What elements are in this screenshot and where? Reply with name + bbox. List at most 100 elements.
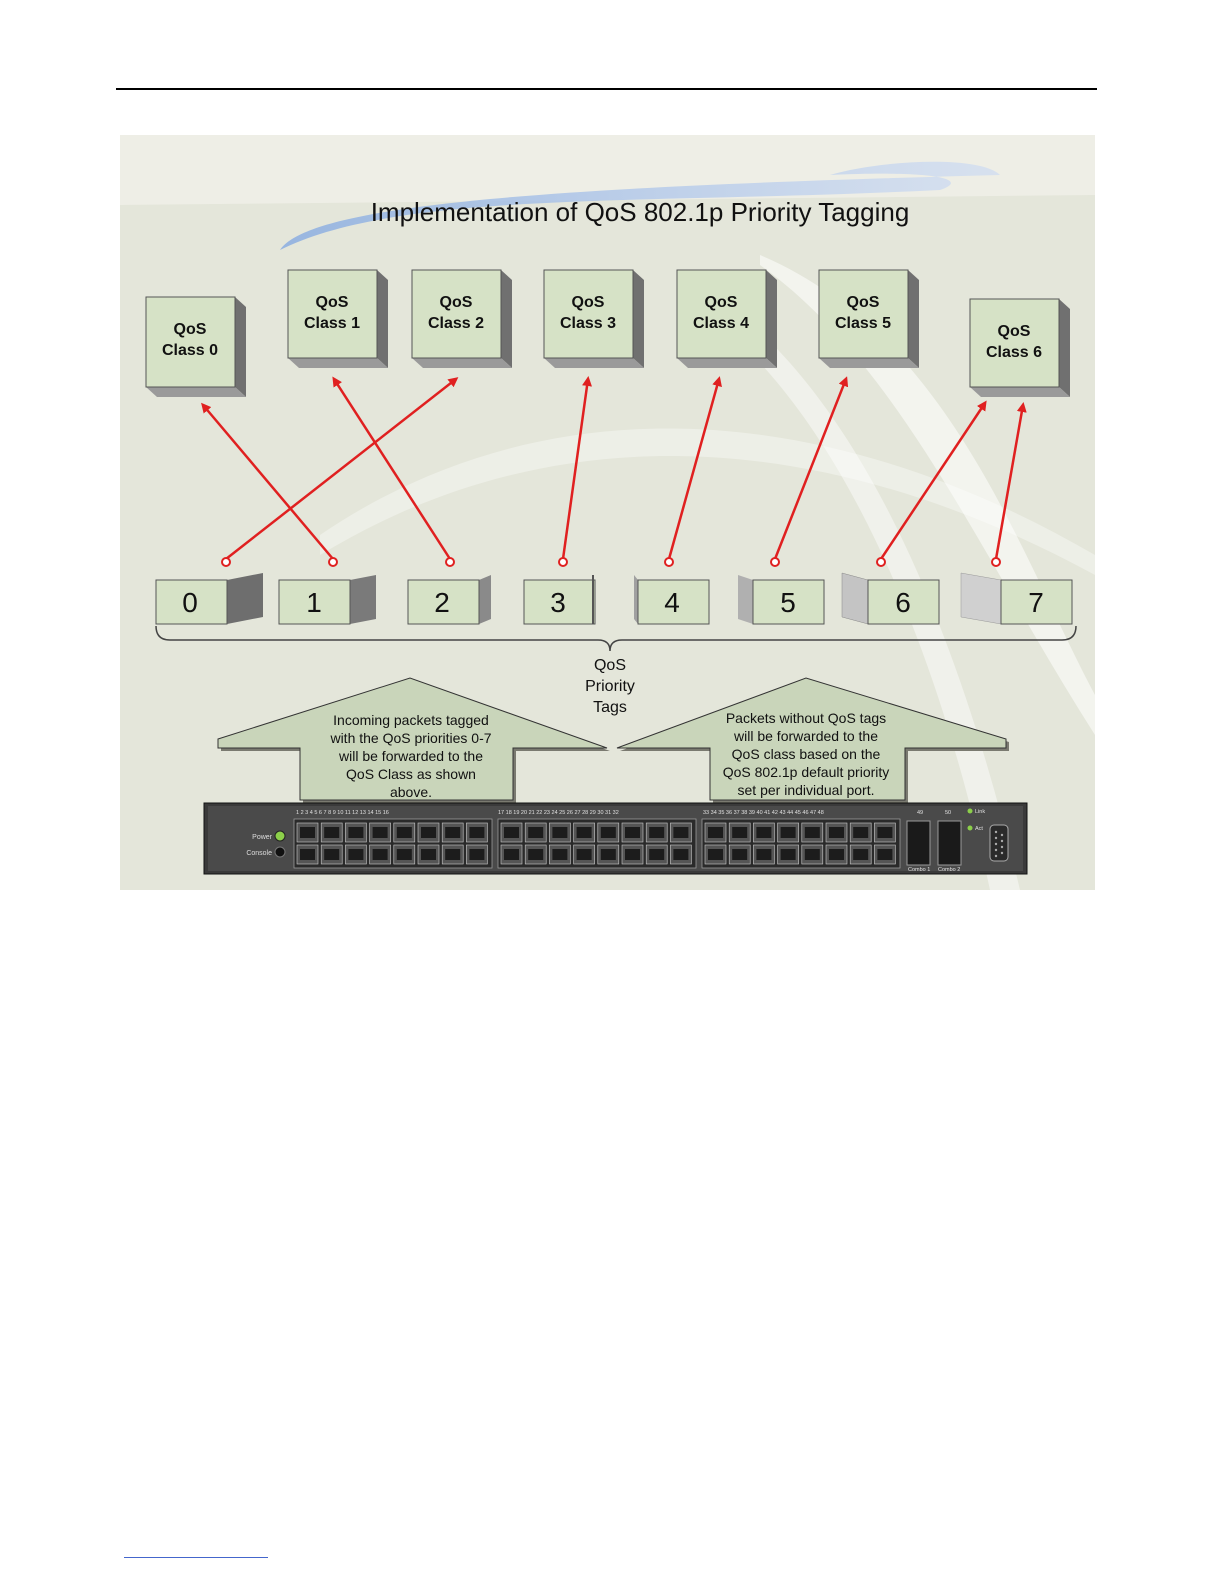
right-note-line2: will be forwarded to the — [733, 728, 878, 744]
qos-class-6-line2: Class 6 — [986, 344, 1042, 361]
tag-label-line2: Priority — [585, 678, 635, 695]
act-label: Act — [975, 826, 983, 832]
combo2-sfp-slot — [937, 820, 962, 866]
rj45-port-socket — [552, 827, 568, 838]
switch-front-panel: Power Console 1 2 3 4 5 6 7 8 9 10 11 12… — [203, 802, 1028, 875]
arrow-origins — [221, 557, 1001, 567]
rj45-port-socket — [324, 849, 340, 860]
combo1-label: Combo 1 — [908, 867, 930, 873]
rj45-port-socket — [649, 827, 665, 838]
console-port-icon — [274, 846, 286, 858]
combo2-label: Combo 2 — [938, 867, 960, 873]
rj45-port-socket — [732, 827, 748, 838]
arrow-tag2-to-class1 — [332, 376, 452, 560]
qos-class-5-line2: Class 5 — [835, 315, 891, 332]
rj45-port-socket — [421, 827, 436, 838]
rj45-port-socket — [396, 827, 412, 838]
arrow-tag6-to-class6 — [879, 400, 987, 560]
rj45-port-socket — [445, 849, 461, 860]
left-note-line5: above. — [390, 784, 432, 800]
right-note-line5: set per individual port. — [738, 782, 875, 798]
port-numbers-group2: 17 18 19 20 21 22 23 24 25 26 27 28 29 3… — [498, 810, 619, 816]
rj45-port-socket — [300, 849, 315, 860]
rj45-port-socket — [348, 827, 364, 838]
qos-class-2-line2: Class 2 — [428, 315, 484, 332]
tag-label-line1: QoS — [594, 657, 626, 674]
qos-class-5-box: QoS Class 5 — [818, 269, 919, 368]
rj45-port-socket — [829, 849, 844, 860]
rj45-port-socket — [421, 849, 436, 860]
tag-2-label: 2 — [434, 587, 450, 618]
port-50-label: 50 — [945, 810, 951, 816]
rj45-port-socket — [732, 849, 748, 860]
tag-6-label: 6 — [895, 587, 911, 618]
qos-class-4-box: QoS Class 4 — [676, 269, 777, 368]
arrow-tag1-to-class0 — [201, 402, 334, 560]
tag-7-label: 7 — [1028, 587, 1044, 618]
tag-box-7: 7 — [960, 572, 1073, 625]
db9-console-connector — [989, 824, 1009, 862]
qos-class-3-line1: QoS — [572, 294, 605, 311]
arrow-tag0-to-class2 — [225, 377, 459, 560]
rj45-port-socket — [372, 827, 388, 838]
rj45-port-socket — [625, 827, 640, 838]
db9-pins — [994, 830, 1004, 858]
tag-0-label: 0 — [182, 587, 198, 618]
tag-3-label: 3 — [550, 587, 566, 618]
left-note-line3: will be forwarded to the — [338, 748, 483, 764]
qos-class-2-box: QoS Class 2 — [411, 269, 512, 368]
rj45-port-socket — [348, 849, 364, 860]
rj45-port-socket — [528, 827, 544, 838]
rj45-port-socket — [396, 849, 412, 860]
title-swirl — [280, 161, 1000, 250]
tag-box-4: 4 — [634, 575, 710, 625]
link-led-icon — [967, 808, 973, 814]
rj45-port-socket — [673, 827, 689, 838]
rj45-port-socket — [877, 849, 893, 860]
rj45-port-socket — [600, 827, 616, 838]
rj45-port-socket — [756, 849, 772, 860]
port-49-label: 49 — [917, 810, 923, 816]
arrow-tag5-to-class5 — [773, 376, 849, 560]
tag-box-1: 1 — [278, 575, 376, 625]
rj45-port-socket — [504, 849, 519, 860]
qos-class-3-line2: Class 3 — [560, 315, 616, 332]
qos-class-1-line2: Class 1 — [304, 315, 360, 332]
act-led-icon — [967, 825, 973, 831]
footer-link-rule — [124, 1557, 268, 1558]
rj45-port-socket — [708, 827, 723, 838]
rj45-port-socket — [756, 827, 772, 838]
combo1-sfp-slot — [906, 820, 931, 866]
rj45-port-socket — [625, 849, 640, 860]
tags-brace — [155, 625, 1077, 652]
rj45-port-socket — [300, 827, 315, 838]
diagram-title: Implementation of QoS 802.1p Priority Ta… — [371, 197, 910, 227]
qos-class-6-line1: QoS — [998, 323, 1031, 340]
left-note-line4: QoS Class as shown — [346, 766, 476, 782]
rj45-port-socket — [576, 827, 592, 838]
qos-class-1-box: QoS Class 1 — [287, 269, 388, 368]
right-note-line1: Packets without QoS tags — [726, 710, 886, 726]
rj45-port-socket — [780, 849, 796, 860]
rj45-port-socket — [372, 849, 388, 860]
qos-class-3-box: QoS Class 3 — [543, 269, 644, 368]
rj45-port-socket — [804, 827, 820, 838]
rj45-port-socket — [469, 849, 485, 860]
mapping-arrows — [201, 376, 1027, 560]
rj45-port-socket — [552, 849, 568, 860]
rj45-port-socket — [853, 827, 869, 838]
qos-class-0-box: QoS Class 0 — [145, 296, 246, 397]
console-label: Console — [246, 850, 272, 857]
right-note-line4: QoS 802.1p default priority — [723, 764, 890, 780]
rj45-port-socket — [804, 849, 820, 860]
left-callout: Incoming packets tagged with the QoS pri… — [217, 677, 610, 803]
rj45-port-socket — [528, 849, 544, 860]
tag-box-3: 3 — [523, 575, 596, 625]
tag-4-label: 4 — [664, 587, 680, 618]
rj45-port-socket — [853, 849, 869, 860]
rj45-port-socket — [829, 827, 844, 838]
qos-class-0-line2: Class 0 — [162, 342, 218, 359]
qos-diagram-svg: Implementation of QoS 802.1p Priority Ta… — [120, 135, 1095, 890]
link-label: Link — [975, 809, 985, 815]
qos-diagram: Implementation of QoS 802.1p Priority Ta… — [120, 135, 1095, 890]
